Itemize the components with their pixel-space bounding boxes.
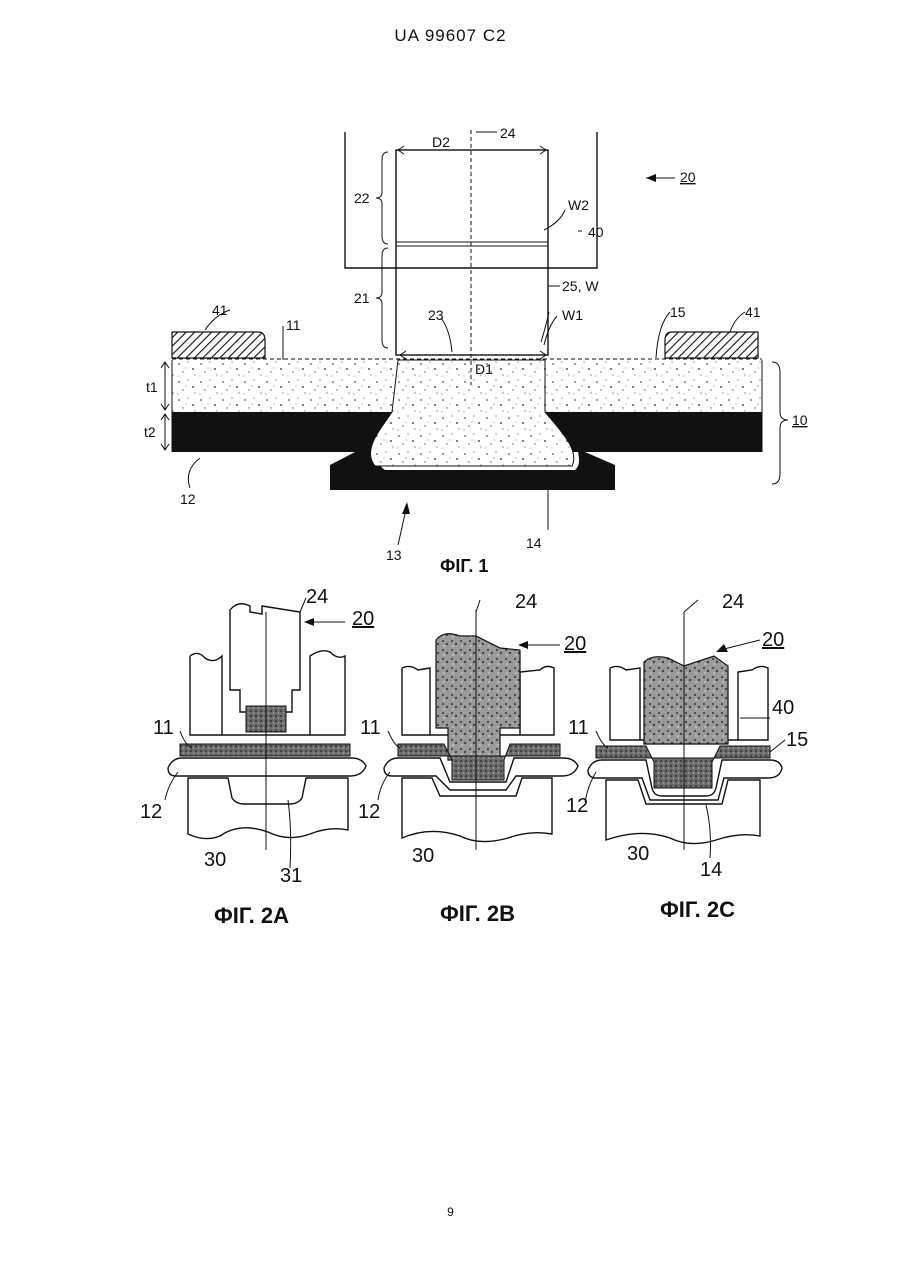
figure-2b: 24 20 11 12 30 ФІГ. 2В (358, 591, 586, 926)
label-2c-30: 30 (627, 843, 649, 865)
label-2c-11: 11 (568, 717, 589, 739)
figure-1: D2 24 20 22 W2 40 21 25, W 41 11 23 W1 1… (144, 125, 808, 576)
label-2b-30: 30 (412, 845, 434, 867)
punch-2c (644, 656, 728, 744)
figure-2c: 24 20 40 11 15 12 30 14 ФІГ. 2С (566, 591, 808, 922)
label-2b-12: 12 (358, 801, 380, 823)
label-2c-15: 15 (786, 729, 808, 751)
label-w2: W2 (568, 197, 589, 213)
label-20: 20 (680, 169, 696, 185)
label-23: 23 (428, 307, 444, 323)
label-41-left: 41 (212, 302, 228, 318)
label-2c-12: 12 (566, 795, 588, 817)
blank-holder-41-left (172, 332, 265, 358)
label-2b-11: 11 (360, 717, 381, 739)
page-number: 9 (0, 1205, 901, 1219)
label-2b-24: 24 (515, 591, 537, 613)
label-2a-24: 24 (306, 586, 328, 608)
label-2a-20: 20 (352, 608, 374, 630)
label-2a-31: 31 (280, 865, 302, 887)
label-d2: D2 (432, 134, 450, 150)
label-d1: D1 (475, 361, 493, 377)
caption-fig-1: ФІГ. 1 (440, 556, 488, 576)
label-41-right: 41 (745, 304, 761, 320)
label-21: 21 (354, 290, 370, 306)
label-2a-30: 30 (204, 849, 226, 871)
label-2b-20: 20 (564, 633, 586, 655)
label-40: 40 (588, 224, 604, 240)
punch-2b (436, 634, 520, 760)
plug-material (370, 360, 573, 466)
punch-20 (396, 150, 548, 355)
punch-2a (230, 604, 300, 712)
label-22: 22 (354, 190, 370, 206)
figure-2a: 24 20 11 12 30 31 ФІГ. 2А (140, 586, 374, 928)
caption-fig-2b: ФІГ. 2В (440, 901, 515, 926)
label-t2: t2 (144, 424, 156, 440)
label-2a-12: 12 (140, 801, 162, 823)
blank-holder-41-right (665, 332, 758, 358)
caption-fig-2c: ФІГ. 2С (660, 897, 735, 922)
label-2c-40: 40 (772, 697, 794, 719)
label-2c-20: 20 (762, 629, 784, 651)
label-13: 13 (386, 547, 402, 563)
deformation-2c (596, 746, 770, 788)
label-10: 10 (792, 412, 808, 428)
label-11: 11 (286, 317, 301, 333)
label-w1: W1 (562, 307, 583, 323)
label-15: 15 (670, 304, 686, 320)
label-2a-11: 11 (153, 717, 174, 739)
label-t1: t1 (146, 379, 158, 395)
label-12: 12 (180, 491, 196, 507)
label-14: 14 (526, 535, 542, 551)
label-2c-14: 14 (700, 859, 722, 881)
label-2c-24: 24 (722, 591, 744, 613)
caption-fig-2a: ФІГ. 2А (214, 903, 289, 928)
label-24: 24 (500, 125, 516, 141)
label-25-w: 25, W (562, 278, 599, 294)
